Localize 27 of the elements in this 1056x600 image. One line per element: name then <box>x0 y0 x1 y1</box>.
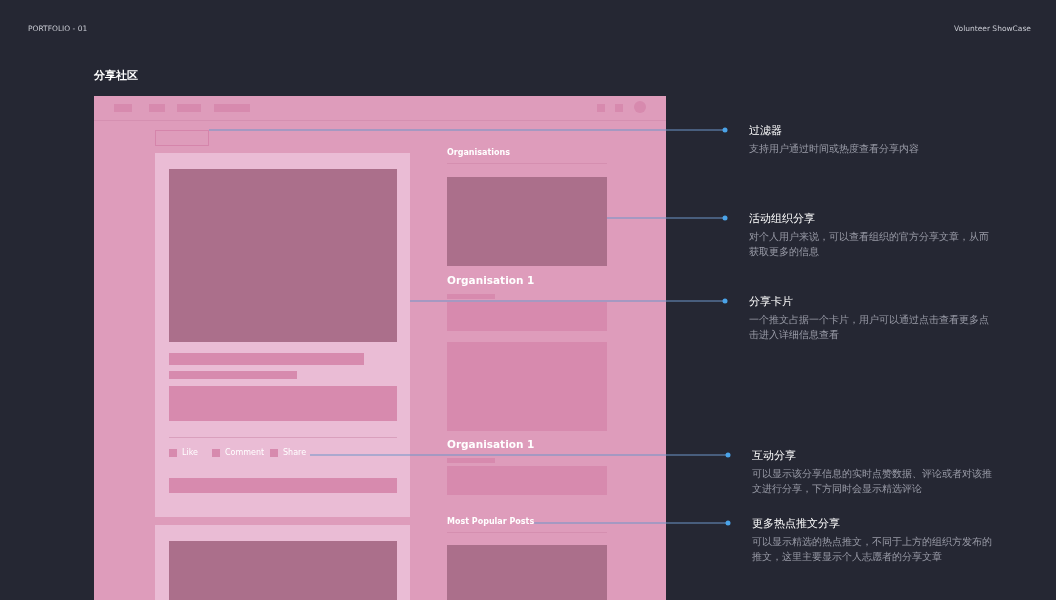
organisation-title: Organisation 1 <box>447 438 535 450</box>
page-title: 分享社区 <box>94 68 138 83</box>
page-wireframe <box>94 96 666 600</box>
annotation-text: 支持用户通过时间或热度查看分享内容 <box>749 142 920 156</box>
post-card <box>155 525 410 600</box>
annotation-text: 可以显示精选的热点推文，不同于上方的组织方发布的推文，这里主要显示个人志愿者的分享文章 <box>752 535 992 564</box>
organisation-title: Organisation 1 <box>447 274 535 286</box>
annotation-text: 一个推文占据一个卡片，用户可以通过点击查看更多点击进入详细信息查看 <box>749 313 989 342</box>
leader-line <box>533 520 731 526</box>
action-label: Like <box>182 447 198 459</box>
leader-line <box>208 127 728 133</box>
action-label: Comment <box>225 447 265 459</box>
leader-line <box>606 215 728 221</box>
annotation-title: 活动组织分享 <box>749 212 816 226</box>
annotation-title: 过滤器 <box>749 124 783 138</box>
action-label: Share <box>283 447 307 459</box>
section-heading: Organisations <box>447 148 510 157</box>
filter-field <box>155 130 209 146</box>
annotation-title: 分享卡片 <box>749 295 794 309</box>
annotation-text: 可以显示该分享信息的实时点赞数据、评论或者对该推文进行分享，下方同时会显示精选评论 <box>752 467 992 496</box>
annotation-title: 互动分享 <box>752 449 797 463</box>
leader-line <box>309 452 731 458</box>
annotation-text: 对个人用户来说，可以查看组织的官方分享文章，从而获取更多的信息 <box>749 230 989 259</box>
annotation-title: 更多热点推文分享 <box>752 517 841 531</box>
leader-line <box>409 298 728 304</box>
post-card <box>155 153 410 517</box>
section-heading: Most Popular Posts <box>447 517 535 526</box>
